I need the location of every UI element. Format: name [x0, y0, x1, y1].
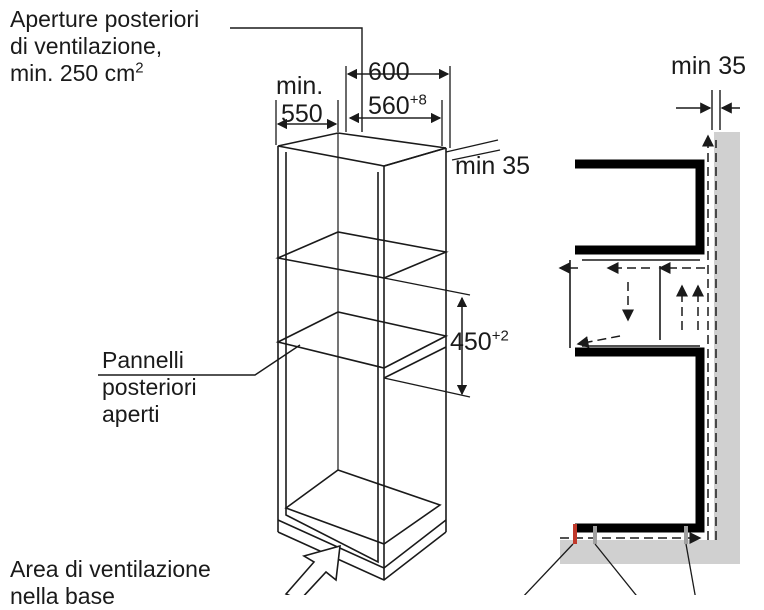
wall [714, 132, 740, 564]
dimension-lines [275, 66, 501, 398]
rear-openings-label: Aperture posteriori di ventilazione, min… [10, 6, 199, 87]
rear-panels-line3: aperti [102, 401, 160, 427]
dim-min-label: min. [276, 72, 324, 100]
dim-550: 550 [281, 100, 323, 128]
dim-min35-right: min 35 [671, 52, 747, 80]
dim-560-value: 560 [368, 92, 410, 120]
cabinet-drawing [275, 132, 449, 581]
dim-560-tol: +8 [409, 91, 427, 109]
section-view [523, 90, 740, 595]
installation-diagram [98, 27, 740, 595]
dim-450-tol: +2 [491, 327, 509, 345]
rear-panels-line1: Pannelli [102, 347, 184, 373]
base-airflow-arrow [284, 544, 341, 595]
rear-panels-line2: posteriori [102, 374, 197, 400]
dim-min35-left: min 35 [455, 152, 531, 180]
base-marker-red [573, 524, 577, 544]
rear-openings-line3: min. 250 cm [10, 60, 136, 86]
dim-450: 450+2 [450, 328, 509, 356]
rear-openings-line1: Aperture posteriori [10, 6, 200, 32]
rear-openings-sup: 2 [135, 59, 144, 77]
rear-openings-leader [230, 27, 363, 132]
base-area-label: Area di ventilazione nella base [10, 556, 211, 610]
dim-450-value: 450 [450, 328, 492, 356]
rear-panels-label: Pannelli posteriori aperti [102, 347, 197, 428]
dim-560: 560+8 [368, 92, 427, 120]
base-area-line1: Area di ventilazione [10, 556, 211, 582]
rear-panels-leader [98, 344, 301, 376]
dim-600: 600 [368, 58, 410, 86]
rear-openings-line2: di ventilazione, [10, 33, 163, 59]
base-area-line2: nella base [10, 583, 115, 609]
